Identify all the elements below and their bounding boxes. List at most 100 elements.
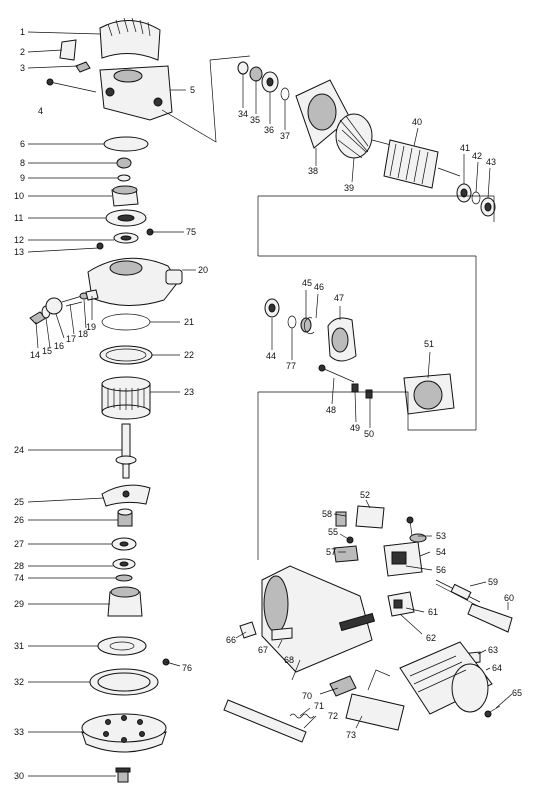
label-38: 38 — [308, 166, 318, 176]
label-73: 73 — [346, 730, 356, 740]
part-needle-bearing — [101, 376, 151, 420]
part-clip-46 — [304, 317, 315, 335]
label-25: 25 — [14, 497, 24, 507]
part-pin — [75, 61, 91, 73]
part-counterweight — [101, 484, 151, 507]
label-43: 43 — [486, 157, 496, 167]
part-hex-bolt — [115, 767, 131, 783]
part-controller-73 — [345, 669, 405, 731]
label-27: 27 — [14, 539, 24, 549]
label-66: 66 — [226, 635, 236, 645]
part-spindle — [115, 423, 137, 479]
label-5: 5 — [190, 85, 195, 95]
label-26: 26 — [14, 515, 24, 525]
label-52: 52 — [360, 490, 370, 500]
label-34: 34 — [238, 109, 248, 119]
part-spring-71 — [289, 713, 315, 719]
part-ring-22 — [99, 345, 153, 365]
label-77: 77 — [286, 361, 296, 371]
label-4: 4 — [38, 106, 43, 116]
part-screw-13 — [96, 242, 104, 250]
label-45: 45 — [302, 278, 312, 288]
part-label-52 — [355, 505, 385, 529]
part-lead-72 — [223, 699, 307, 743]
label-75: 75 — [186, 227, 196, 237]
label-68: 68 — [284, 655, 294, 665]
label-48: 48 — [326, 405, 336, 415]
part-washer — [117, 174, 131, 182]
part-cord-59 — [435, 579, 481, 607]
part-brush-holder-49 — [351, 383, 359, 393]
label-58: 58 — [322, 509, 332, 519]
label-20: 20 — [198, 265, 208, 275]
label-9: 9 — [20, 173, 25, 183]
part-bearing-box-38 — [295, 79, 351, 149]
label-28: 28 — [14, 561, 24, 571]
part-gear-cover — [99, 17, 161, 61]
label-49: 49 — [350, 423, 360, 433]
part-screw-65 — [484, 705, 501, 718]
label-10: 10 — [14, 191, 24, 201]
label-21: 21 — [184, 317, 194, 327]
label-24: 24 — [14, 445, 24, 455]
label-31: 31 — [14, 641, 24, 651]
part-ring-21 — [101, 313, 151, 331]
part-screw — [46, 78, 97, 93]
part-screw-53 — [406, 516, 427, 543]
label-23: 23 — [184, 387, 194, 397]
label-67: 67 — [258, 645, 268, 655]
label-63: 63 — [488, 645, 498, 655]
part-collar — [117, 508, 133, 527]
part-number-labels: 1 2 3 4 5 6 8 9 10 11 12 13 75 20 14 15 … — [14, 27, 522, 781]
label-35: 35 — [250, 115, 260, 125]
label-50: 50 — [364, 429, 374, 439]
label-1: 1 — [20, 27, 25, 37]
part-retaining-ring — [115, 574, 133, 582]
part-screw-48 — [318, 364, 355, 383]
label-51: 51 — [424, 339, 434, 349]
part-clamp-70 — [329, 675, 357, 697]
part-bearing-41 — [456, 183, 472, 203]
part-nameplate — [59, 39, 77, 61]
label-76: 76 — [182, 663, 192, 673]
part-rubber-pin-66 — [239, 621, 257, 639]
label-15: 15 — [42, 346, 52, 356]
part-sanding-pad — [81, 713, 167, 753]
label-41: 41 — [460, 143, 470, 153]
label-30: 30 — [14, 771, 24, 781]
part-bearing-43 — [480, 197, 496, 217]
label-3: 3 — [20, 63, 25, 73]
label-6: 6 — [20, 139, 25, 149]
part-bearing-12 — [113, 232, 139, 244]
label-71: 71 — [314, 701, 324, 711]
label-14: 14 — [30, 350, 40, 360]
part-sleeve — [89, 668, 159, 696]
part-dust-housing — [87, 257, 183, 307]
label-40: 40 — [412, 117, 422, 127]
label-11: 11 — [14, 213, 23, 223]
part-bearing-28 — [112, 558, 136, 570]
part-armature — [371, 139, 461, 189]
label-55: 55 — [328, 527, 338, 537]
label-39: 39 — [344, 183, 354, 193]
part-brush-holder-57 — [333, 545, 359, 563]
label-56: 56 — [436, 565, 446, 575]
label-54: 54 — [436, 547, 446, 557]
label-8: 8 — [20, 158, 25, 168]
part-motor-housing — [261, 565, 376, 673]
part-nut — [116, 157, 132, 169]
part-bearing-44 — [264, 298, 280, 318]
label-53: 53 — [436, 531, 446, 541]
part-nut-35 — [249, 66, 263, 82]
part-washer-42 — [471, 191, 481, 205]
part-gasket — [103, 136, 149, 152]
part-ring-77 — [287, 315, 297, 329]
label-61: 61 — [428, 607, 438, 617]
part-lock-assembly — [29, 289, 99, 325]
label-17: 17 — [66, 334, 76, 344]
label-2: 2 — [20, 47, 25, 57]
part-ring-37 — [280, 87, 290, 101]
part-bearing-11 — [105, 209, 147, 227]
label-13: 13 — [14, 247, 24, 257]
part-bearing-27 — [111, 537, 137, 551]
